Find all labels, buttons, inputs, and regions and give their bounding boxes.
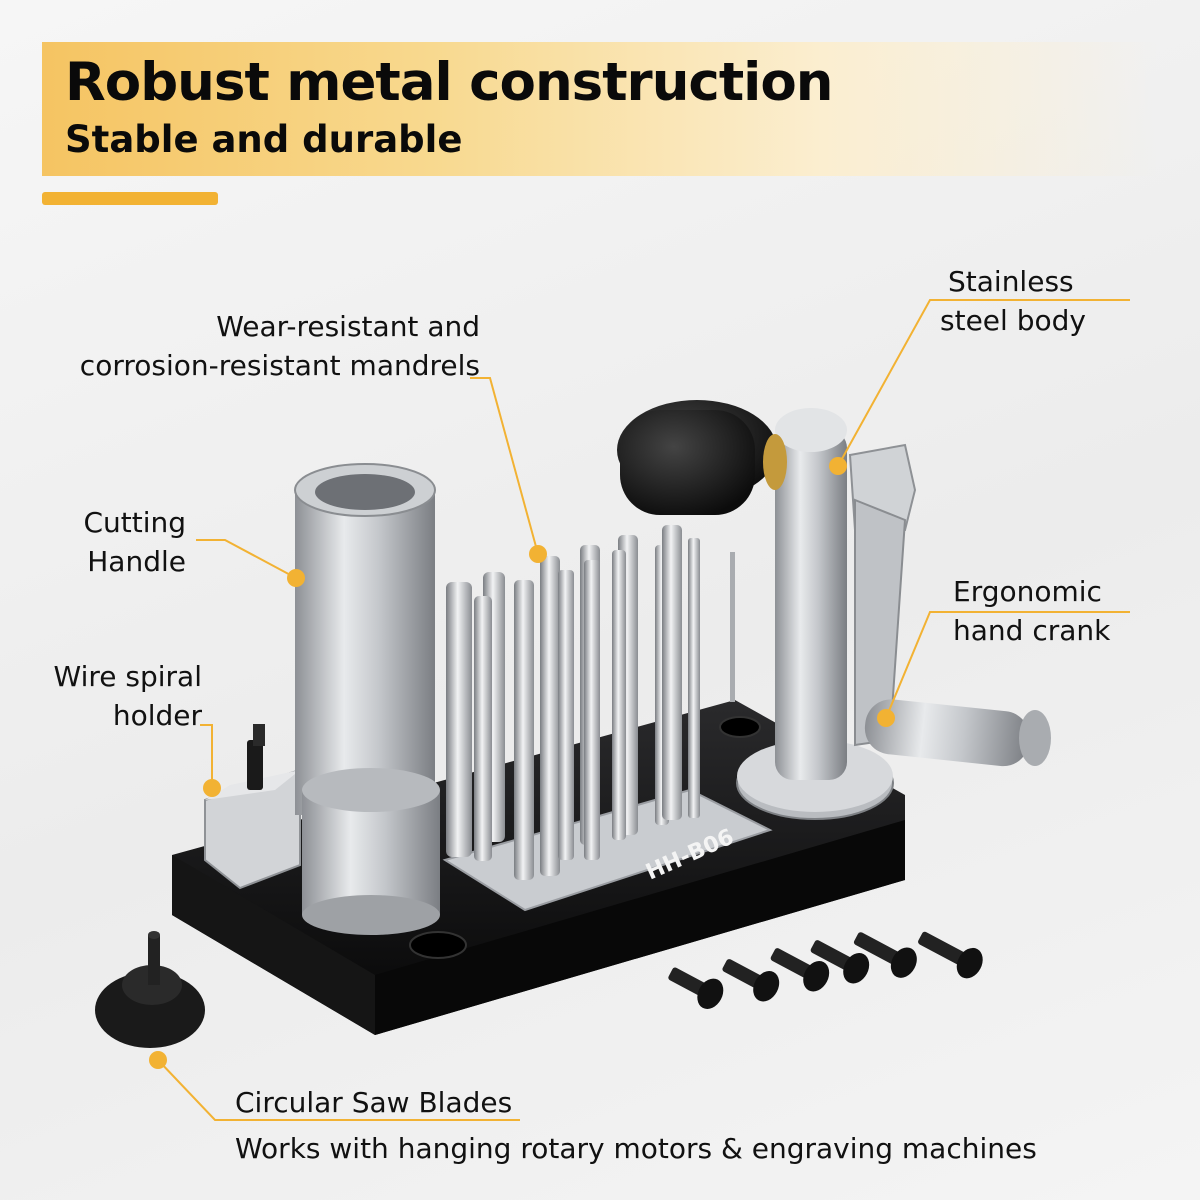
drill-chuck [617, 400, 787, 515]
circular-saw-blade [95, 931, 205, 1048]
crank-assembly [736, 408, 1051, 820]
callout-saw-blades: Circular Saw Blades Works with hanging r… [235, 1080, 1135, 1172]
callout-holder-line2: holder [112, 699, 202, 732]
callout-steel-body: Stainless steel body [940, 262, 1140, 340]
callout-cutting-line2: Handle [87, 545, 186, 578]
title-banner [42, 42, 1157, 176]
callout-mandrels-line1: Wear-resistant and [216, 310, 480, 343]
cutting-handle [294, 463, 440, 935]
callout-wire-holder: Wire spiral holder [30, 657, 202, 735]
callout-hand-crank: Ergonomic hand crank [953, 572, 1153, 650]
page-subtitle: Stable and durable [65, 118, 463, 161]
callout-body-line2: steel body [940, 304, 1086, 337]
callout-crank-line2: hand crank [953, 614, 1111, 647]
callout-cutting-handle: Cutting Handle [60, 503, 186, 581]
callout-mandrels: Wear-resistant and corrosion-resistant m… [60, 307, 480, 385]
callout-saw-line1: Circular Saw Blades [235, 1086, 513, 1119]
page-title: Robust metal construction [65, 52, 833, 113]
callout-mandrels-line2: corrosion-resistant mandrels [79, 349, 480, 382]
mandrel-pins [446, 525, 735, 880]
callout-saw-line2: Works with hanging rotary motors & engra… [235, 1132, 1037, 1165]
callout-holder-line1: Wire spiral [53, 660, 202, 693]
callout-leaders [157, 299, 1130, 1121]
wire-spiral-holder [204, 724, 301, 890]
callout-crank-line1: Ergonomic [953, 575, 1102, 608]
screws [668, 931, 983, 1010]
callout-cutting-line1: Cutting [83, 506, 186, 539]
callout-body-line1: Stainless [948, 265, 1074, 298]
callout-dots [149, 457, 895, 1069]
accent-bar [42, 192, 218, 205]
